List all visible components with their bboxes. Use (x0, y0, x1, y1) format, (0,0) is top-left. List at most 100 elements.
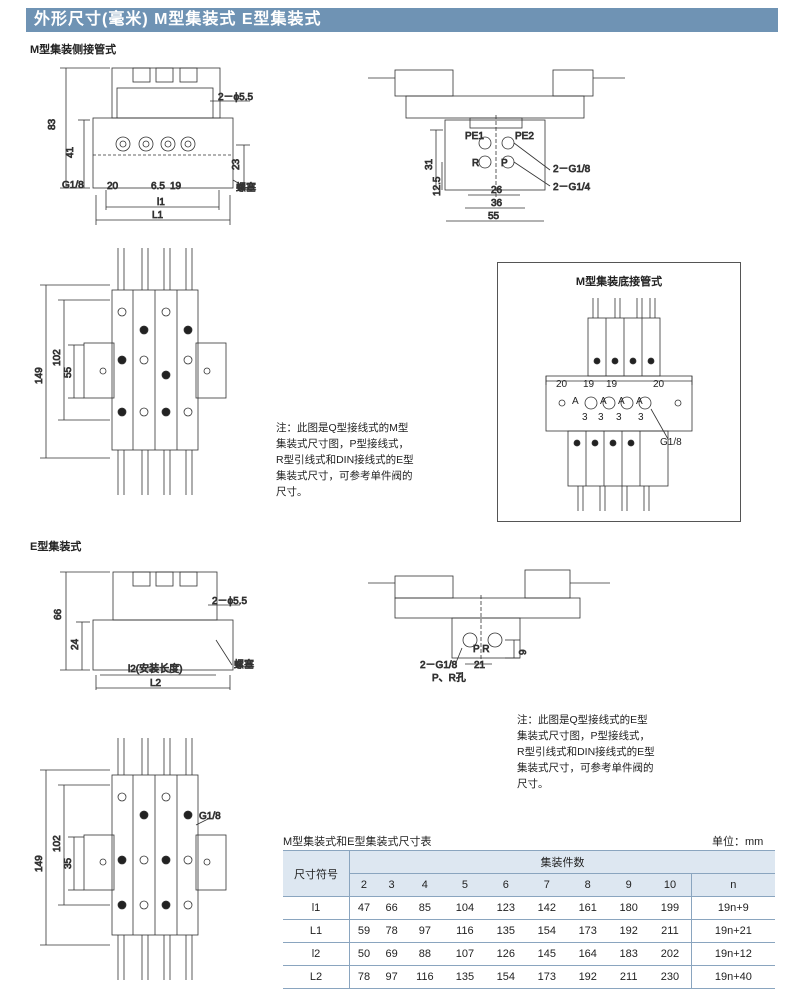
cell: 173 (526, 965, 568, 989)
dim-20: 20 (107, 181, 119, 192)
label-pr-holes: P、R孔 (432, 672, 466, 684)
inset-3a: 3 (582, 412, 588, 423)
dim-g18: 2－G1/8 (553, 164, 591, 175)
cell: 19n+12 (690, 942, 775, 966)
cell: 123 (485, 896, 527, 920)
label-pe2: PE2 (515, 131, 534, 142)
dim-83: 83 (47, 118, 58, 130)
page-header: 外形尺寸(毫米) M型集装式 E型集装式 (26, 8, 778, 32)
dim-9: 9 (518, 649, 529, 655)
cell: 116 (405, 965, 445, 989)
dim-102: 102 (52, 349, 63, 366)
dim-36: 36 (491, 198, 503, 209)
cell: 161 (567, 896, 609, 920)
row-symbol: l2 (283, 942, 350, 966)
m-note-line: 集装式尺寸图，P型接线式， (276, 438, 410, 450)
dim-41: 41 (65, 146, 76, 158)
col-header: 3 (377, 873, 406, 897)
col-header: 6 (485, 873, 527, 897)
col-header: 2 (349, 873, 378, 897)
col-header: 10 (649, 873, 692, 897)
dim-hole-55-e: 2－ϕ5.5 (212, 596, 248, 607)
cell: 19n+40 (690, 965, 775, 989)
cell: 202 (649, 942, 692, 966)
inset-port-g18: G1/8 (660, 437, 682, 448)
col-header: 5 (444, 873, 486, 897)
inset-3d: 3 (638, 412, 644, 423)
group-header: 集装件数 (349, 850, 775, 874)
label-pr: P R (473, 644, 490, 655)
cell: 211 (649, 919, 692, 943)
dim-24: 24 (70, 638, 81, 650)
label-r: R (472, 158, 479, 169)
label-pe1: PE1 (465, 131, 484, 142)
table-row: L1 59 78 97 116 135 154 173 192 211 19n+… (283, 919, 775, 943)
cell: 199 (649, 896, 692, 920)
cell: 183 (608, 942, 650, 966)
dim-6-5: 6.5 (151, 181, 165, 192)
e-front-view (60, 571, 240, 690)
cell: 192 (567, 965, 609, 989)
dimension-table: 尺寸符号 集装件数 2 3 4 5 6 7 8 9 10 n l1 47 66 … (283, 850, 775, 989)
dim-plug-e: 螺塞 (234, 658, 254, 671)
inset-dim-20b: 20 (653, 379, 665, 390)
dim-hole-55: 2－ϕ5.5 (218, 92, 254, 103)
cell: 59 (349, 919, 378, 943)
dim-55: 55 (488, 211, 500, 222)
dim-l2: l2(安装长度) (128, 662, 182, 675)
e-note-line: 尺寸。 (517, 778, 549, 790)
cell: 142 (526, 896, 568, 920)
cell: 97 (405, 919, 445, 943)
inset-title: M型集装底接管式 (575, 276, 663, 288)
dim-149: 149 (34, 367, 45, 384)
e-note-line: 集装式尺寸图，P型接线式， (517, 730, 651, 742)
dim-l1: l1 (157, 197, 165, 208)
m-note-line: 注：此图是Q型接线式的M型 (276, 422, 409, 434)
dim-plug: 螺塞 (236, 181, 256, 194)
table-unit: 单位：mm (712, 836, 764, 848)
m-note-line: 尺寸。 (276, 486, 308, 498)
row-symbol: l1 (283, 896, 350, 920)
dim-66: 66 (53, 608, 64, 620)
inset-3c: 3 (616, 412, 622, 423)
cell: 88 (405, 942, 445, 966)
inset-dim-19b: 19 (606, 379, 618, 390)
cell: 230 (649, 965, 692, 989)
dim-23: 23 (231, 158, 242, 170)
row-symbol: L1 (283, 919, 350, 943)
col-header: 9 (608, 873, 650, 897)
cell: 135 (444, 965, 486, 989)
cell: 116 (444, 919, 486, 943)
e-note-line: 集装式尺寸，可参考单件阀的 (517, 762, 654, 774)
table-row: l2 50 69 88 107 126 145 164 183 202 19n+… (283, 942, 775, 966)
dim-21: 21 (474, 660, 486, 671)
cell: 211 (608, 965, 650, 989)
cell: 19n+21 (690, 919, 775, 943)
dim-55-top: 55 (63, 366, 74, 378)
m-side-end-view (368, 69, 625, 222)
cell: 107 (444, 942, 486, 966)
m-bottom-port-inset: M型集装底接管式 20 19 19 20 A A A A 3 3 3 3 G1/… (497, 262, 741, 522)
m-side-top-view (40, 248, 227, 495)
dim-g18-e-top: G1/8 (199, 811, 221, 822)
inset-a3: A (618, 396, 625, 407)
cell: 69 (377, 942, 406, 966)
cell: 145 (526, 942, 568, 966)
cell: 126 (485, 942, 527, 966)
m-side-front-view (60, 67, 251, 225)
col-header: 8 (567, 873, 609, 897)
e-note-line: R型引线式和DIN接线式的E型 (517, 746, 655, 758)
table-title: M型集装式和E型集装式尺寸表 (283, 836, 432, 848)
cell: 50 (349, 942, 378, 966)
cell: 180 (608, 896, 650, 920)
m-note: 注：此图是Q型接线式的M型 集装式尺寸图，P型接线式， R型引线式和DIN接线式… (276, 420, 414, 500)
cell: 97 (377, 965, 406, 989)
e-note-line: 注：此图是Q型接线式的E型 (517, 714, 648, 726)
inset-a1: A (572, 396, 579, 407)
dim-19: 19 (170, 181, 182, 192)
dim-102-e: 102 (52, 835, 63, 852)
cell: 164 (567, 942, 609, 966)
dim-L1: L1 (152, 210, 164, 221)
dim-12-5: 12.5 (432, 176, 443, 196)
